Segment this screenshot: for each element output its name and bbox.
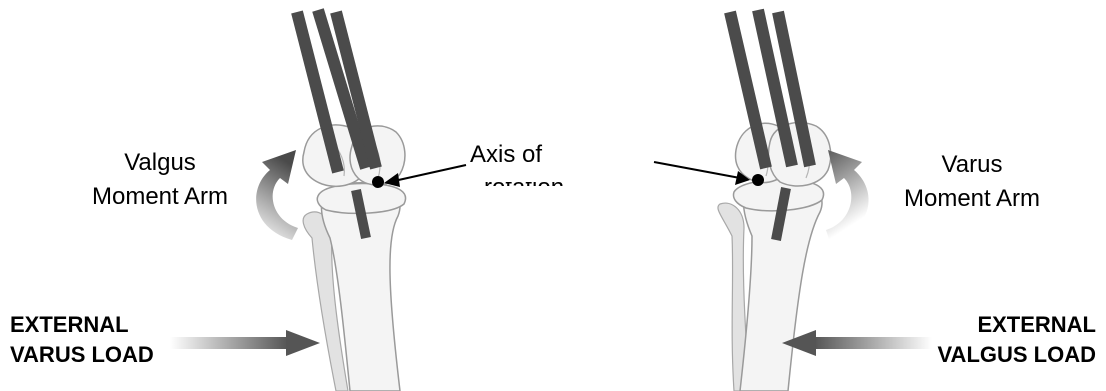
right-axis-pointer-arrow [654, 162, 750, 185]
right-load-arrow [782, 330, 932, 356]
label-mask [470, 168, 590, 182]
left-moment-arm-label-line2: Moment Arm [92, 183, 228, 210]
right-moment-arm-label-line2: Moment Arm [904, 185, 1040, 212]
label-mask [470, 186, 590, 202]
right-load-label-line1: EXTERNAL [977, 312, 1096, 337]
left-load-label-line1: EXTERNAL [10, 312, 129, 337]
right-moment-arm-label-line1: Varus [942, 151, 1003, 178]
axis-of-rotation-label: Axis of [470, 141, 542, 168]
left-axis-of-rotation-dot [372, 176, 384, 188]
right-axis-of-rotation-dot [752, 174, 764, 186]
left-load-arrow [170, 330, 320, 356]
right-moment-arrow [826, 150, 869, 242]
right-load-label-line2: VALGUS LOAD [938, 342, 1096, 367]
left-moment-arrow [256, 150, 298, 240]
left-moment-arm-label-line1: Valgus [124, 149, 196, 176]
left-load-label-line2: VARUS LOAD [10, 342, 154, 367]
left-knee [297, 10, 406, 391]
